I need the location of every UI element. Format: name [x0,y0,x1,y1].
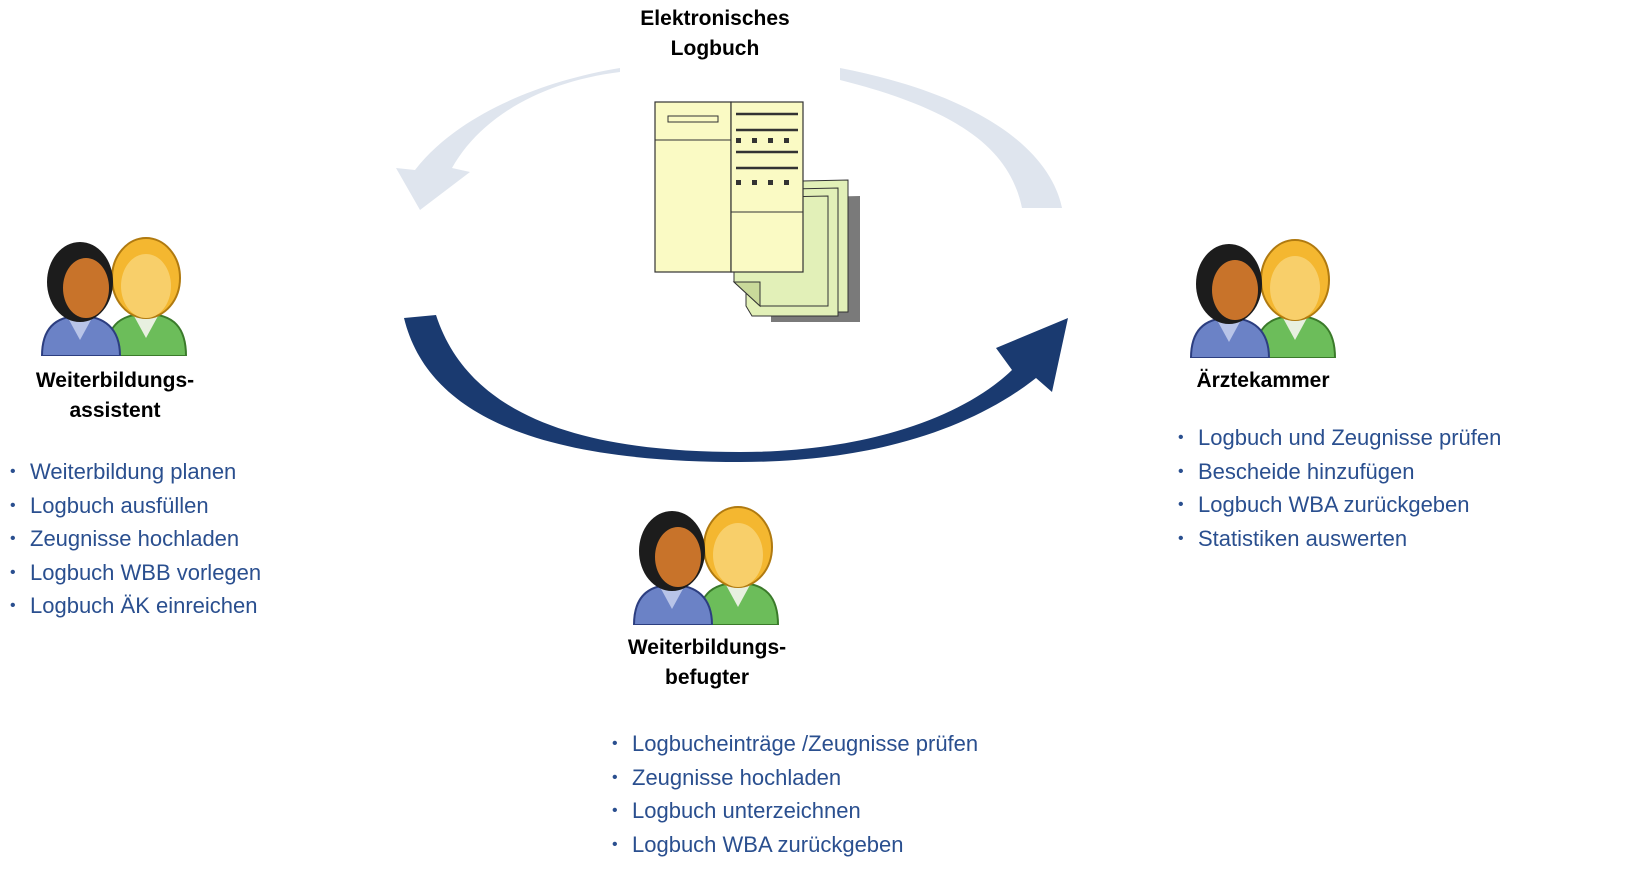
logbook-document-icon [654,101,860,322]
list-item: Logbuch WBA zurückgeben [1176,488,1501,522]
chamber-title: Ärztekammer [1160,366,1366,396]
list-item: Logbuch unterzeichnen [610,794,978,828]
list-item: Logbuch ausfüllen [8,489,261,523]
chamber-task-list: Logbuch und Zeugnisse prüfen Bescheide h… [1176,421,1501,555]
upper-cycle-arrow [396,68,1062,210]
supervisor-title-line2: befugter [665,666,749,689]
list-item: Zeugnisse hochladen [8,522,261,556]
list-item: Logbuch WBA zurückgeben [610,828,978,862]
logbook-title: Elektronisches Logbuch [600,4,830,64]
assistant-title-line2: assistent [69,399,161,422]
list-item: Bescheide hinzufügen [1176,455,1501,489]
chamber-title-line1: Ärztekammer [1196,369,1330,392]
supervisor-title-line1: Weiterbildungs- [627,636,787,659]
logbook-title-line1: Elektronisches [640,7,790,30]
chamber-users-icon [1189,239,1337,358]
logbook-title-line2: Logbuch [670,37,760,60]
list-item: Logbuch ÄK einreichen [8,589,261,623]
list-item: Logbucheinträge /Zeugnisse prüfen [610,727,978,761]
lower-cycle-arrow [404,315,1068,462]
assistant-title-line1: Weiterbildungs- [35,369,195,392]
assistant-users-icon [40,237,188,356]
supervisor-title: Weiterbildungs- befugter [600,633,814,693]
supervisor-task-list: Logbucheinträge /Zeugnisse prüfen Zeugni… [610,727,978,861]
list-item: Zeugnisse hochladen [610,761,978,795]
supervisor-users-icon [632,506,780,625]
assistant-task-list: Weiterbildung planen Logbuch ausfüllen Z… [8,455,261,623]
list-item: Logbuch WBB vorlegen [8,556,261,590]
assistant-title: Weiterbildungs- assistent [10,366,220,426]
list-item: Logbuch und Zeugnisse prüfen [1176,421,1501,455]
list-item: Statistiken auswerten [1176,522,1501,556]
list-item: Weiterbildung planen [8,455,261,489]
